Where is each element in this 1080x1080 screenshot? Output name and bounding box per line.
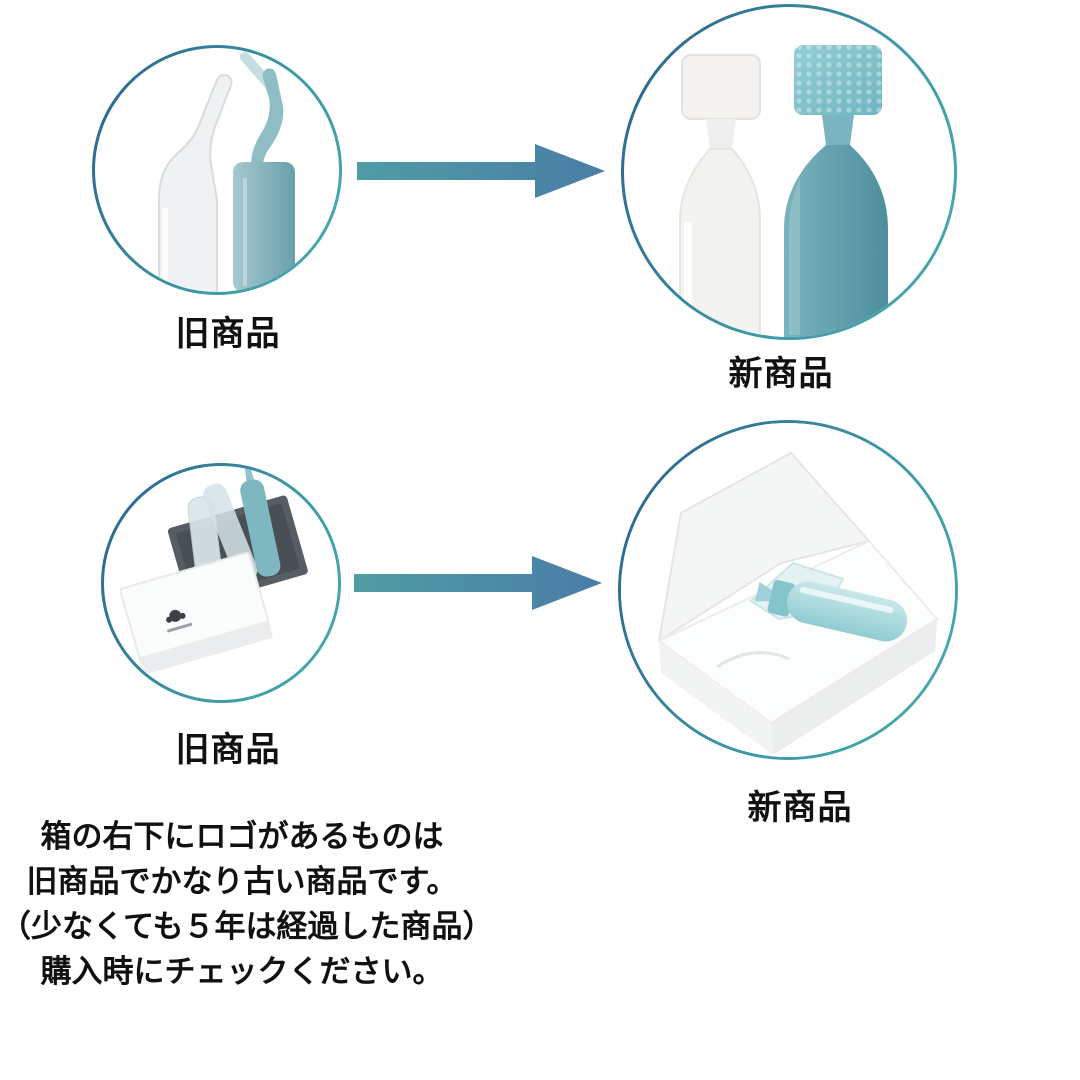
old-product-label-bottom: 旧商品 bbox=[175, 731, 281, 769]
new-product-bottom-circle bbox=[618, 420, 958, 760]
new-product-label-top: 新商品 bbox=[728, 355, 834, 393]
box-sleeve bbox=[119, 551, 273, 675]
old-tubes-illustration bbox=[158, 52, 295, 292]
old-product-bottom-circle bbox=[101, 463, 341, 703]
arrow-right-icon bbox=[357, 144, 605, 198]
white-tube bbox=[158, 74, 233, 292]
note-text: 箱の右下にロゴがあるものは 旧商品でかなり古い商品です。 （少なくても５年は経過… bbox=[0, 814, 494, 994]
teal-bottle bbox=[784, 45, 888, 337]
old-product-top-circle bbox=[92, 45, 342, 295]
new-product-label-bottom: 新商品 bbox=[747, 789, 853, 827]
logo-mark bbox=[166, 609, 193, 633]
note-line: （少なくても５年は経過した商品） bbox=[0, 909, 494, 944]
new-bottles-illustration bbox=[679, 45, 888, 337]
new-box-illustration bbox=[621, 423, 955, 757]
old-box-illustration bbox=[119, 466, 308, 675]
old-tubes-photo bbox=[95, 48, 339, 292]
new-box-photo bbox=[621, 423, 955, 757]
arrow-right-icon bbox=[354, 556, 602, 610]
new-bottles-photo bbox=[624, 7, 954, 337]
teal-tube bbox=[233, 52, 295, 292]
note-line: 購入時にチェックください。 bbox=[40, 954, 444, 989]
old-box-photo bbox=[104, 466, 338, 700]
new-product-top-circle bbox=[621, 4, 957, 340]
old-product-label-top: 旧商品 bbox=[175, 315, 281, 353]
white-bottle bbox=[679, 54, 761, 337]
teal-ampoule bbox=[754, 580, 908, 642]
note-line: 箱の右下にロゴがあるものは bbox=[40, 819, 444, 854]
note-line: 旧商品でかなり古い商品です。 bbox=[26, 864, 458, 899]
